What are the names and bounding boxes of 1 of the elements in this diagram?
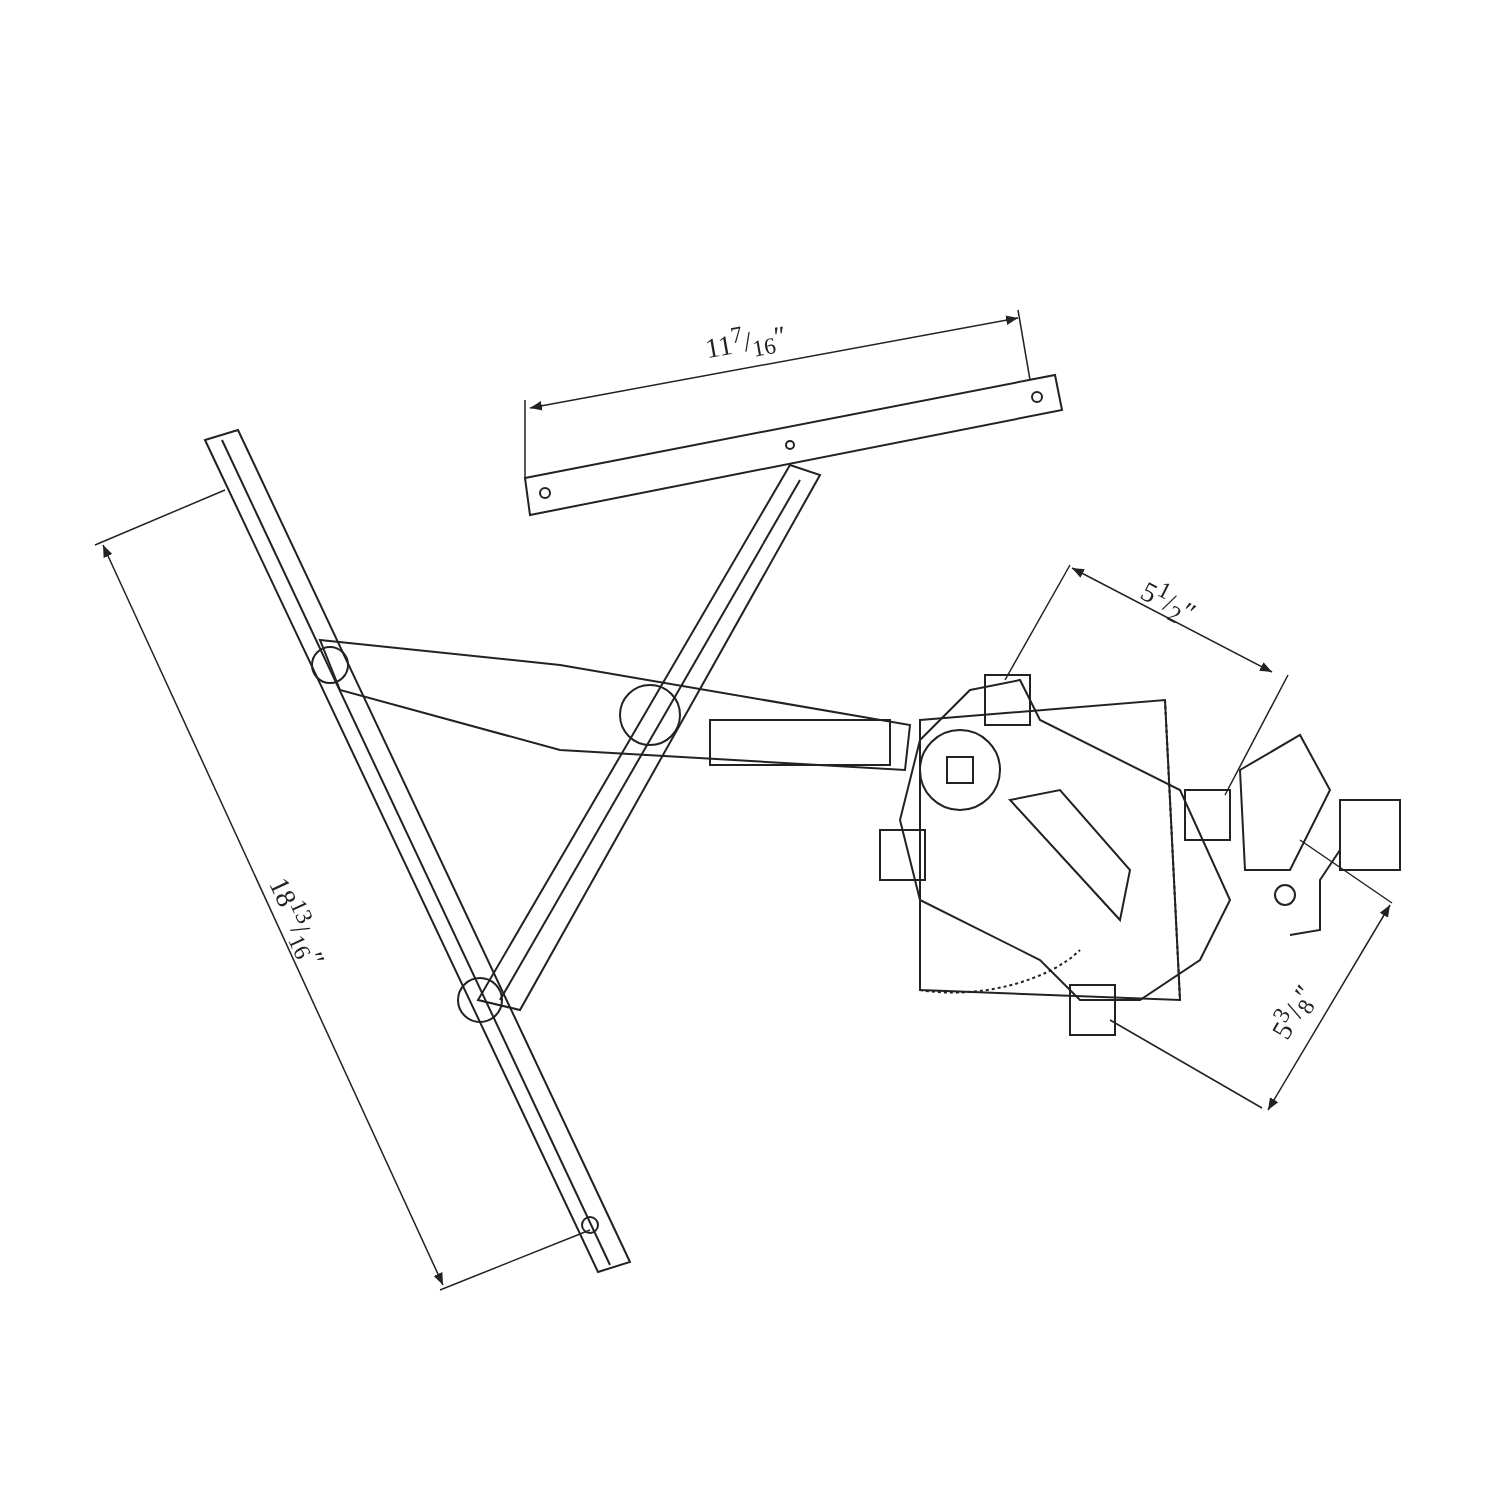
- dimension-label: 11$^{7}$/$_{16}$″: [701, 318, 790, 367]
